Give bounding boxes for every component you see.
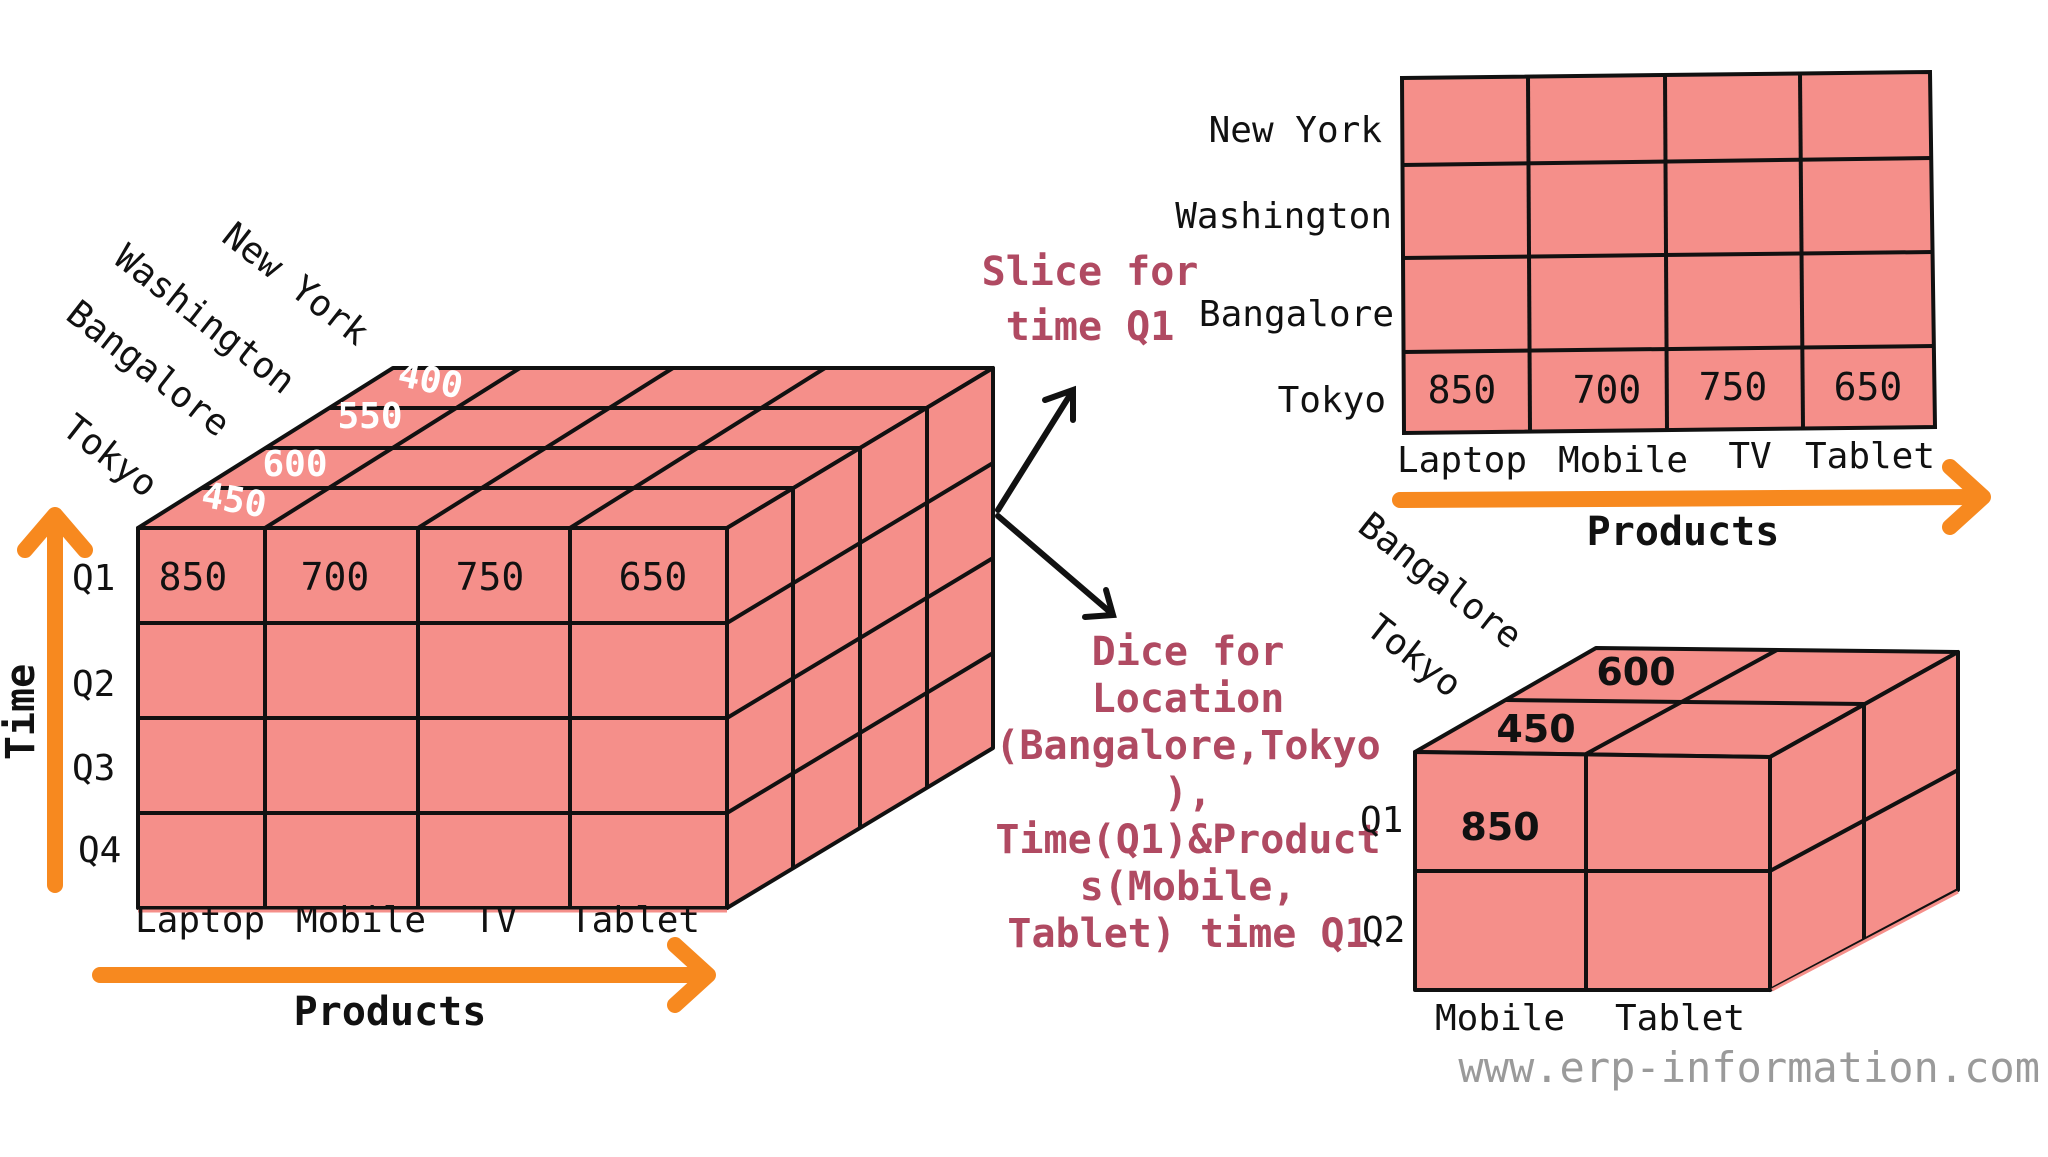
- slice-note: Slice for time Q1: [982, 249, 1199, 350]
- dice-product-labels: Mobile Tablet: [1435, 998, 1745, 1039]
- cube-value-laptop: 850: [159, 555, 228, 599]
- cube-quarter-labels: Q1 Q2 Q3 Q4: [72, 558, 121, 871]
- cube-label-tablet: Tablet: [570, 900, 700, 941]
- cube-top-value-bangalore: 600: [262, 444, 327, 485]
- slice-value-tablet: 650: [1834, 365, 1903, 409]
- slice-arrow: [995, 385, 1076, 513]
- products-axis-label: Products: [294, 989, 487, 1035]
- cube-label-tv: TV: [474, 900, 517, 941]
- dice-note-line-7: Tablet) time Q1: [1007, 911, 1368, 957]
- slice-label-tokyo: Tokyo: [1278, 380, 1386, 421]
- cube-label-tokyo: Tokyo: [54, 407, 165, 506]
- dice-arrow: [995, 513, 1117, 620]
- slice-products-label: Products: [1587, 509, 1780, 555]
- dice-cube: [1413, 646, 1960, 992]
- cube-value-tv: 750: [456, 555, 525, 599]
- dice-label-q1: Q1: [1360, 800, 1403, 841]
- dice-label-mobile: Mobile: [1435, 998, 1565, 1039]
- slice-label-new-york: New York: [1209, 110, 1383, 151]
- dice-note: Dice for Location (Bangalore,Tokyo ), Ti…: [995, 629, 1380, 957]
- slice-label-mobile: Mobile: [1558, 440, 1688, 481]
- slice-label-washington: Washington: [1175, 196, 1392, 237]
- cube-label-q1: Q1: [72, 558, 115, 599]
- slice-value-laptop: 850: [1428, 368, 1497, 412]
- dice-note-line-5: Time(Q1)&Product: [995, 817, 1380, 863]
- dice-value-front: 850: [1460, 805, 1539, 849]
- cube-value-tablet: 650: [619, 555, 688, 599]
- cube-label-q3: Q3: [72, 748, 115, 789]
- cube-top-value-washington: 550: [337, 396, 402, 437]
- cube-label-q4: Q4: [78, 830, 121, 871]
- dice-label-q2: Q2: [1362, 910, 1405, 951]
- slice-label-tv: TV: [1728, 436, 1771, 477]
- slice-col-labels: Laptop Mobile TV Tablet: [1397, 436, 1935, 481]
- slice-note-line-1: Slice for: [982, 249, 1199, 295]
- dice-value-tokyo: 450: [1496, 707, 1575, 751]
- slice-label-bangalore: Bangalore: [1199, 294, 1394, 335]
- dice-values: 600 450 850: [1460, 650, 1675, 849]
- watermark: www.erp-information.com: [1458, 1043, 2040, 1092]
- dice-note-line-6: s(Mobile,: [1080, 864, 1297, 910]
- dice-cube-pink-edge: [1771, 890, 1959, 992]
- dice-label-tokyo: Tokyo: [1358, 607, 1469, 706]
- cube-label-mobile: Mobile: [296, 900, 426, 941]
- dice-quarter-labels: Q1 Q2: [1360, 800, 1405, 951]
- cube-product-labels: Laptop Mobile TV Tablet: [135, 900, 700, 941]
- slice-grid: [1399, 69, 1938, 436]
- time-axis-label: Time: [0, 664, 44, 760]
- slice-label-laptop: Laptop: [1397, 440, 1527, 481]
- dice-value-bangalore: 600: [1596, 650, 1675, 694]
- slice-label-tablet: Tablet: [1805, 436, 1935, 477]
- dice-note-line-4: ),: [1164, 770, 1212, 816]
- time-axis-arrow: [17, 507, 93, 893]
- dice-location-labels: Bangalore Tokyo: [1350, 505, 1529, 706]
- cube-value-mobile: 700: [301, 555, 370, 599]
- main-cube: [136, 366, 995, 910]
- dice-note-line-3: (Bangalore,Tokyo: [995, 723, 1380, 769]
- slice-row-labels: New York Washington Bangalore Tokyo: [1175, 110, 1394, 421]
- slice-note-line-2: time Q1: [1006, 304, 1175, 350]
- products-axis-arrow: [92, 937, 716, 1013]
- dice-label-tablet: Tablet: [1615, 998, 1745, 1039]
- slice-tokyo-values: 850 700 750 650: [1428, 365, 1903, 412]
- slice-products-arrow: [1392, 459, 1991, 535]
- cube-label-q2: Q2: [72, 664, 115, 705]
- slice-value-tv: 750: [1699, 365, 1768, 409]
- dice-note-line-2: Location: [1092, 676, 1285, 722]
- cube-label-laptop: Laptop: [135, 900, 265, 941]
- slice-value-mobile: 700: [1573, 368, 1642, 412]
- dice-note-line-1: Dice for: [1092, 629, 1285, 675]
- cube-front-values: 850 700 750 650: [159, 555, 688, 599]
